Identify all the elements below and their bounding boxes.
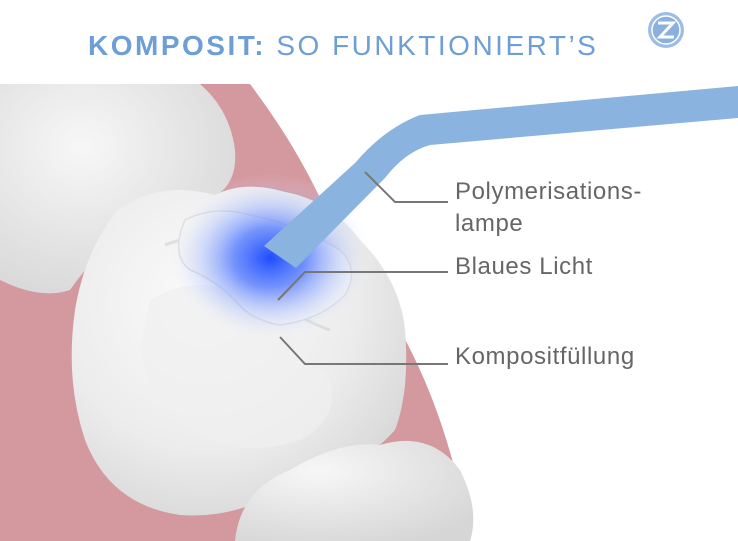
label-composite-filling: Kompositfüllung	[455, 343, 635, 370]
header-bar: KOMPOSIT: SO FUNKTIONIERT’S	[0, 0, 738, 84]
page-title: KOMPOSIT: SO FUNKTIONIERT’S	[88, 30, 598, 62]
lower-right-tooth	[235, 440, 474, 541]
upper-left-tooth	[0, 84, 236, 294]
title-rest: SO FUNKTIONIERT’S	[266, 30, 599, 61]
lamp-leader-line	[364, 171, 448, 203]
title-bold: KOMPOSIT:	[88, 30, 267, 61]
tooth-logo-icon	[648, 12, 684, 48]
label-lamp-line1: Polymerisations-	[455, 178, 642, 205]
filling-leader-line	[279, 336, 448, 365]
label-lamp-line2: lampe	[455, 210, 524, 237]
polymerisation-lamp	[264, 86, 738, 268]
label-polymerisation-lamp: Polymerisations- lampe	[455, 176, 642, 240]
light-leader-line	[277, 271, 448, 301]
label-blue-light: Blaues Licht	[455, 253, 593, 280]
